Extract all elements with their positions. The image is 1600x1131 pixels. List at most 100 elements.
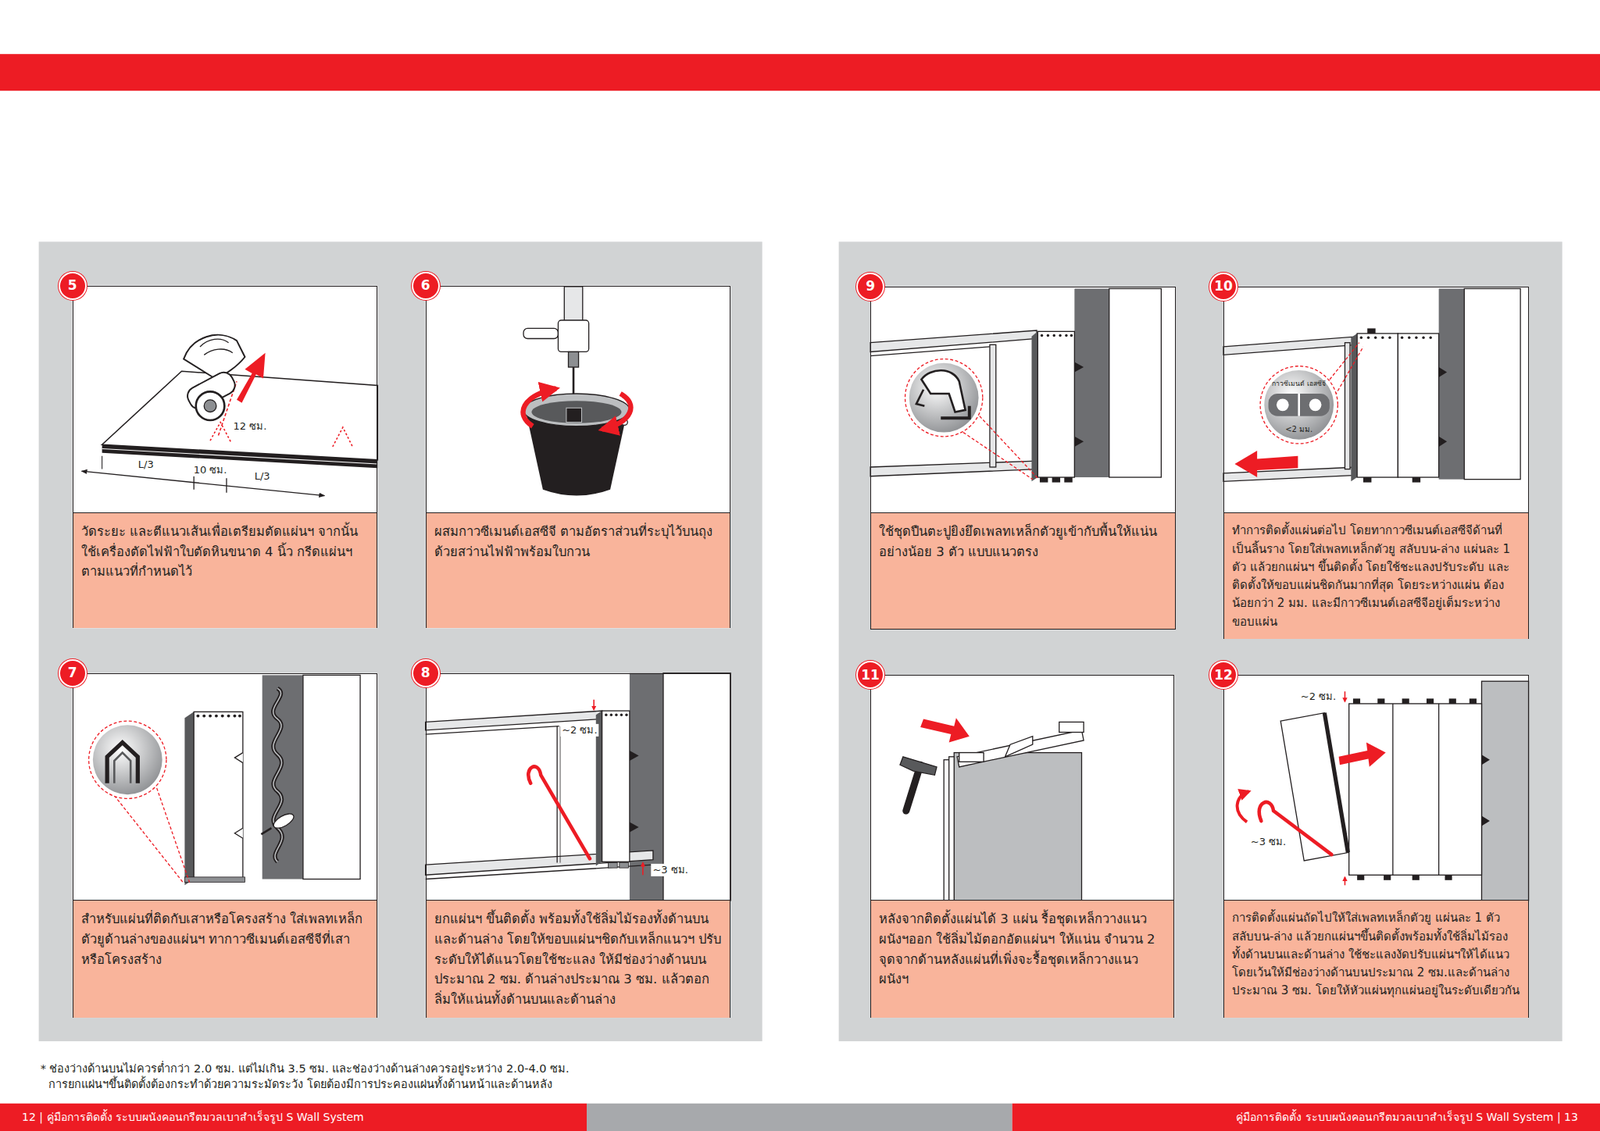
step-number-badge: 10 xyxy=(1209,272,1238,301)
continuing-illustration xyxy=(1339,742,1386,768)
mixing-illustration xyxy=(523,393,630,427)
footer-text: คู่มือการติดตั้ง ระบบผนังคอนกรีตมวลเบาสำ… xyxy=(1234,1110,1580,1125)
continuing-illustration xyxy=(1438,703,1440,875)
continuing-illustration xyxy=(1280,713,1348,861)
continuing-illustration xyxy=(1353,698,1361,704)
step-description-area: วัดระยะ และตีแนวเส้นเพื่อเตรียมตัดแผ่นฯ … xyxy=(73,512,378,629)
step-box: หลังจากติดตั้งแผ่นได้ 3 แผ่น รื้อชุดเหล็… xyxy=(870,675,1175,1018)
continuing-illustration xyxy=(1349,703,1483,875)
step-number-badge: 6 xyxy=(411,271,440,300)
nailing-illustration xyxy=(1074,362,1084,373)
next-panel-illustration xyxy=(1360,335,1433,339)
step-number-badge: 7 xyxy=(58,659,87,688)
illustration-ground xyxy=(1223,675,1529,1018)
step-panel xyxy=(839,241,1563,1042)
mixing-illustration xyxy=(523,328,558,339)
continuing-illustration xyxy=(1383,875,1391,881)
next-panel-illustration xyxy=(1439,436,1447,447)
column-panel-illustration xyxy=(273,688,283,862)
cutting-illustration xyxy=(183,335,245,380)
step-number-badge: 9 xyxy=(856,272,885,301)
illustration-ground xyxy=(870,286,1176,630)
next-panel-illustration xyxy=(1297,393,1300,417)
wedging-illustration xyxy=(959,753,984,763)
step-box: สำหรับแผ่นที่ติดกับเสาหรือโครงสร้าง ใส่เ… xyxy=(72,673,379,1018)
next-panel-illustration xyxy=(1367,335,1370,339)
step-panel xyxy=(39,241,763,1042)
cutting-illustration xyxy=(332,427,354,448)
next-panel-illustration xyxy=(1360,335,1363,339)
lifting-illustration xyxy=(625,714,628,717)
next-panel-illustration xyxy=(1412,477,1421,483)
step-description-area: ทำการติดตั้งแผ่นต่อไป โดยทากาวซีเมนต์เอส… xyxy=(1224,512,1529,640)
step-description: ทำการติดตั้งแผ่นต่อไป โดยทากาวซีเมนต์เอส… xyxy=(1232,521,1521,632)
next-panel-illustration xyxy=(1439,289,1465,480)
nailing-illustration xyxy=(1064,477,1072,483)
nailing-illustration xyxy=(1039,477,1048,483)
mixing-illustration xyxy=(531,400,622,424)
next-panel-illustration xyxy=(1381,335,1384,339)
continuing-illustration xyxy=(1357,875,1365,881)
next-panel-illustration xyxy=(1276,399,1290,412)
top-band xyxy=(0,53,1600,91)
wedging-illustration xyxy=(920,717,970,743)
next-panel-illustration xyxy=(1234,450,1298,478)
column-panel-illustration xyxy=(262,675,304,879)
lifting-illustration xyxy=(604,714,629,717)
step-box: ยกแผ่นฯ ขึ้นติดตั้ง พร้อมทั้งใช้ลิ่มไม้ร… xyxy=(425,673,732,1018)
step-box: วัดระยะ และตีแนวเส้นเพื่อเตรียมตัดแผ่นฯ … xyxy=(72,285,379,629)
step-number: 12 xyxy=(1214,668,1233,683)
nailing-illustration xyxy=(1040,334,1043,337)
step-number: 6 xyxy=(421,278,431,293)
next-panel-illustration xyxy=(1350,333,1358,482)
step-description: ผสมกาวซีเมนต์เอสซีจี ตามอัตราส่วนที่ระบุ… xyxy=(434,521,723,562)
continuing-illustration xyxy=(1426,698,1434,704)
mixing-illustration xyxy=(602,393,632,430)
step-box: ทำการติดตั้งแผ่นต่อไป โดยทากาวซีเมนต์เอส… xyxy=(1223,286,1529,640)
nailing-illustration xyxy=(909,363,979,433)
cutting-illustration xyxy=(102,448,379,465)
next-panel-illustration xyxy=(1367,328,1375,334)
footer-text: 12 | คู่มือการติดตั้ง ระบบผนังคอนกรีตมวล… xyxy=(20,1110,366,1125)
dimension-label: 12 ซม. xyxy=(232,420,269,433)
nailing-illustration xyxy=(905,359,983,437)
nailing-illustration xyxy=(979,416,1040,480)
lifting-illustration xyxy=(607,863,618,869)
nailing-illustration xyxy=(870,460,1037,477)
nailing-illustration xyxy=(963,432,1033,480)
step-number-badge: 5 xyxy=(58,271,87,300)
gap-label: ~3 ซม. xyxy=(650,864,690,877)
wedging-illustration xyxy=(900,757,937,776)
footer-bar xyxy=(586,1103,1013,1131)
continuing-illustration xyxy=(1344,691,1347,702)
next-panel-illustration xyxy=(1421,335,1425,339)
nailing-illustration xyxy=(1064,334,1068,337)
lifting-illustration xyxy=(596,710,603,866)
step-description: วัดระยะ และตีแนวเส้นเพื่อเตรียมตัดแผ่นฯ … xyxy=(81,521,370,583)
nailing-illustration xyxy=(1070,334,1073,337)
mixing-illustration xyxy=(523,388,557,426)
column-panel-illustration xyxy=(232,714,236,718)
nailing-illustration xyxy=(1074,436,1084,447)
cutting-illustration xyxy=(102,371,379,461)
illustration-ground xyxy=(870,675,1175,1018)
cutting-illustration xyxy=(196,391,225,421)
column-panel-illustration xyxy=(107,742,138,784)
step-number: 11 xyxy=(860,668,880,683)
wedging-illustration xyxy=(957,730,1084,768)
cutting-illustration xyxy=(101,456,103,470)
cutting-illustration xyxy=(184,369,239,413)
wedging-illustration xyxy=(953,753,1082,901)
step-box: ผสมกาวซีเมนต์เอสซีจี ตามอัตราส่วนที่ระบุ… xyxy=(425,285,732,629)
footer-bar xyxy=(0,1103,587,1131)
column-panel-illustration xyxy=(227,714,231,718)
lifting-illustration xyxy=(592,700,595,711)
next-panel-illustration xyxy=(1309,399,1322,412)
step-box: การติดตั้งแผ่นถัดไปให้ใส่เพลทเหล็กตัวยู … xyxy=(1223,675,1529,1018)
next-panel-illustration xyxy=(1223,289,1521,483)
lifting-illustration xyxy=(560,726,561,864)
wedging-illustration xyxy=(943,760,950,901)
wedging-illustration xyxy=(1005,736,1033,758)
column-panel-illustration xyxy=(202,714,206,718)
